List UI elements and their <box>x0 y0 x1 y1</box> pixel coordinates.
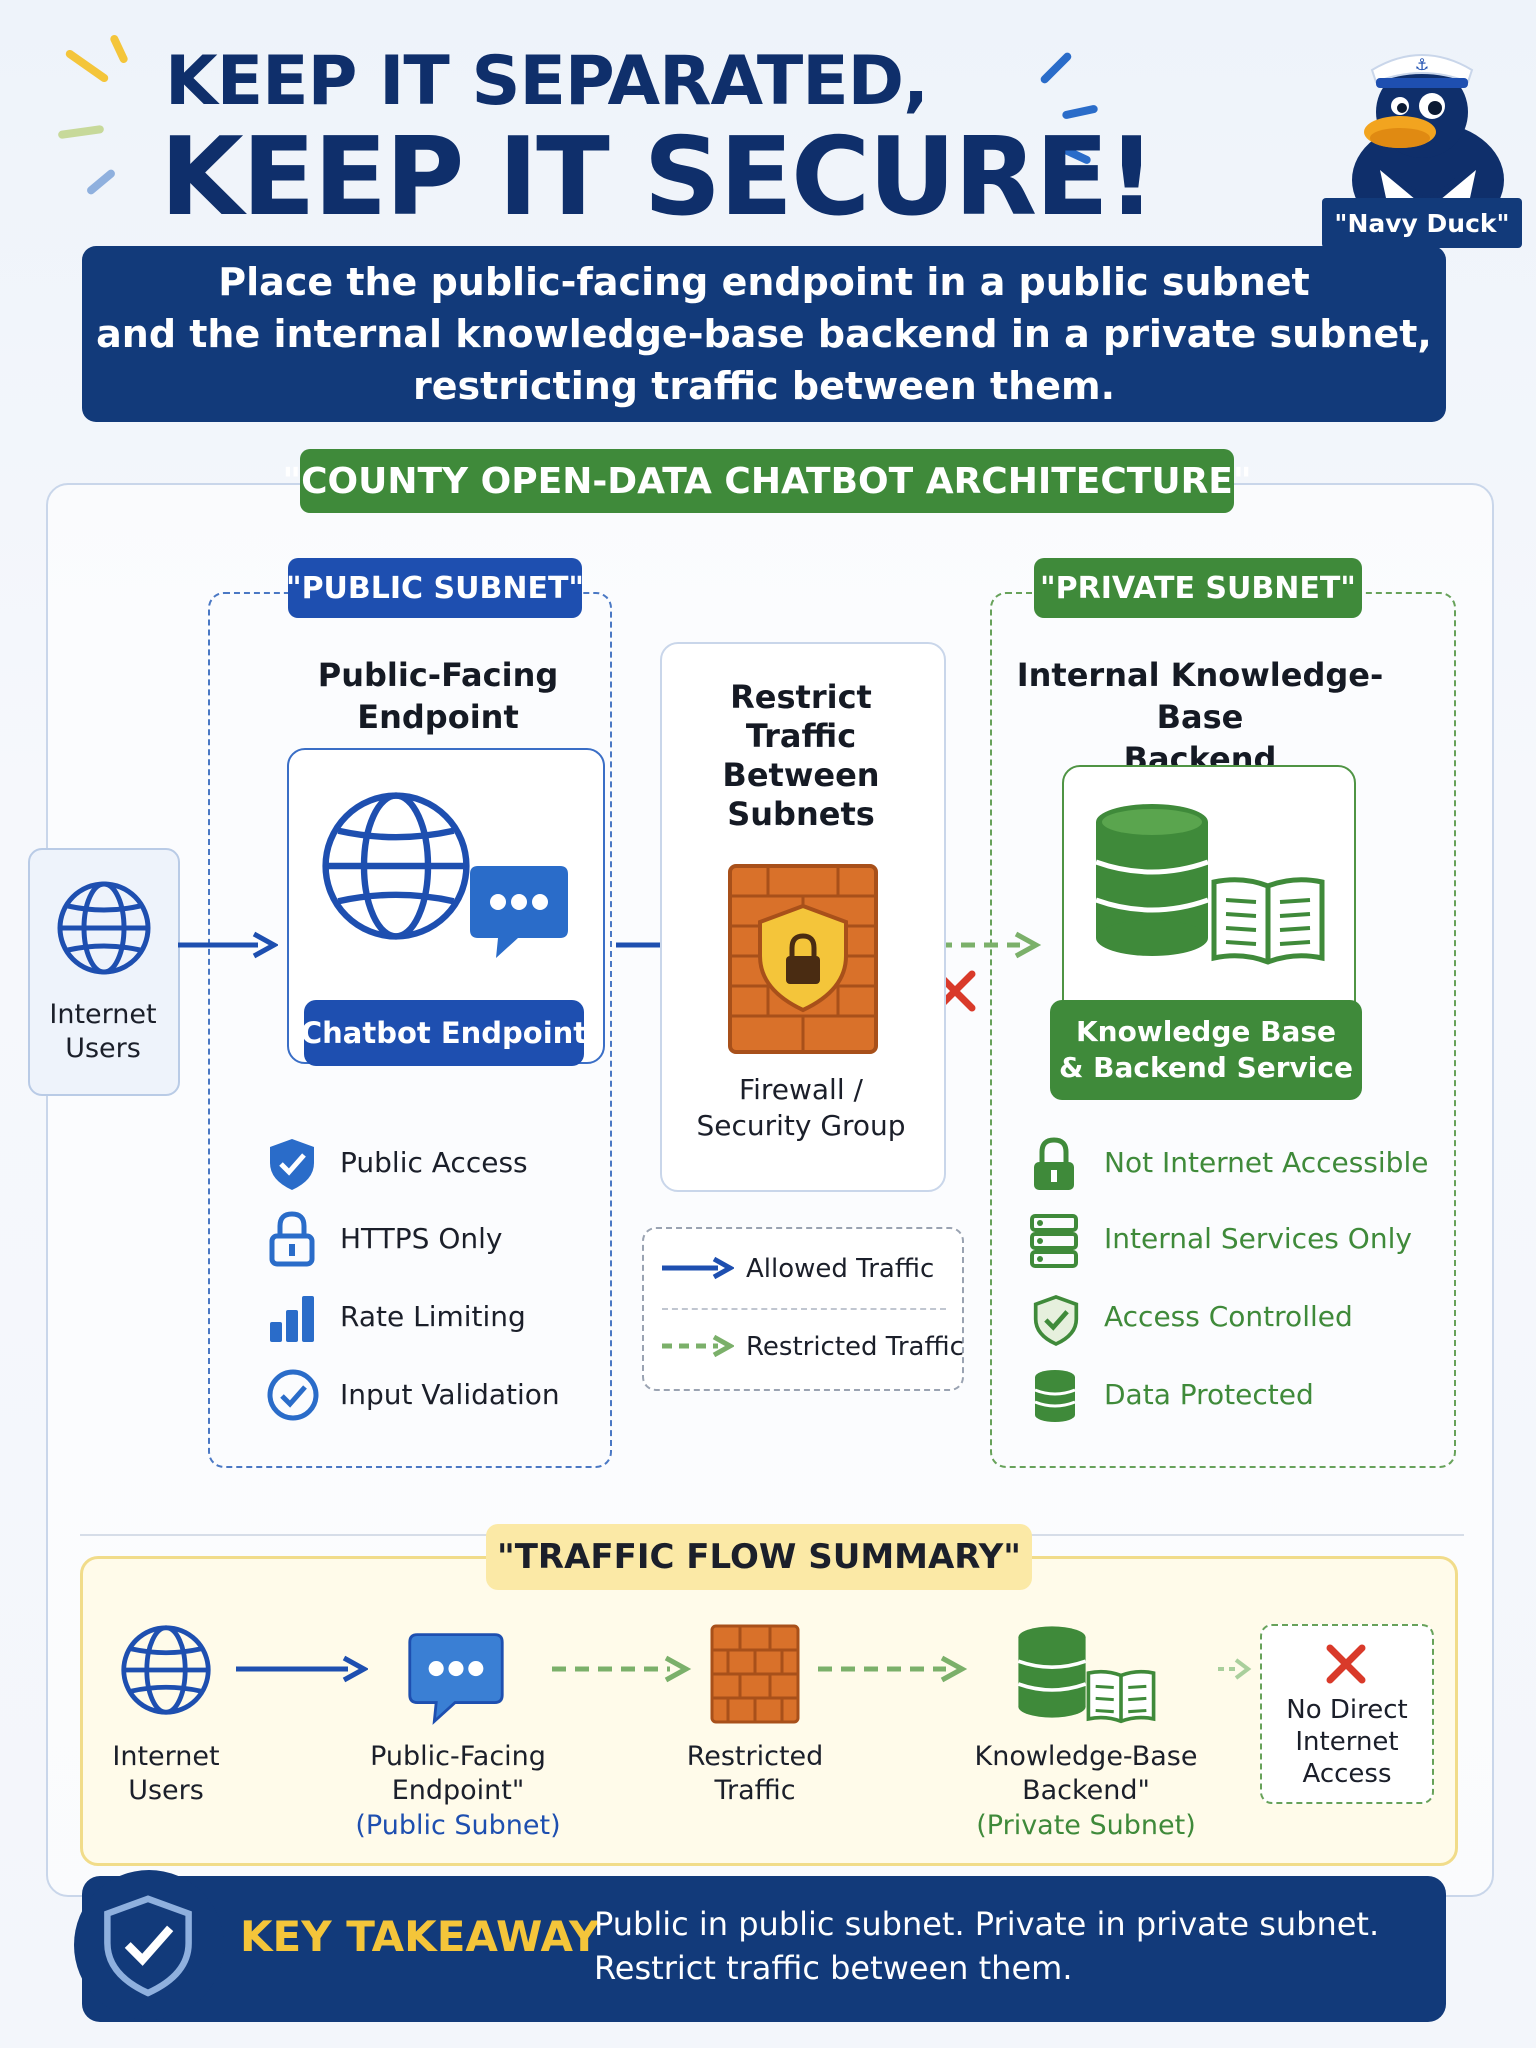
chat-bubble-icon <box>406 1628 506 1728</box>
feature-public-access: Public Access <box>340 1146 528 1179</box>
firewall-heading: Restrict Traffic Between Subnets <box>660 678 942 834</box>
firewall-icon <box>728 864 878 1054</box>
restricted-arrow <box>1218 1654 1254 1684</box>
firewall-heading-line: Traffic <box>745 717 857 755</box>
allowed-arrow <box>178 930 278 960</box>
summary-backend-line: Knowledge-Base <box>974 1741 1198 1772</box>
accent-stroke <box>109 33 129 65</box>
summary-backend-sublabel: (Private Subnet) <box>976 1810 1196 1841</box>
bar-chart-icon <box>268 1292 318 1344</box>
summary-backend-label: Knowledge-Base Backend" <box>966 1740 1206 1808</box>
firewall-caption-line: Security Group <box>696 1109 906 1142</box>
legend-divider <box>662 1308 946 1310</box>
intro-banner: Place the public-facing endpoint in a pu… <box>82 246 1446 422</box>
restricted-arrow <box>818 1654 968 1684</box>
key-takeaway-text: Public in public subnet. Private in priv… <box>594 1902 1379 1990</box>
globe-icon <box>54 878 154 978</box>
summary-endpoint-label: Public-Facing Endpoint" <box>348 1740 568 1808</box>
banner-line: restricting traffic between them. <box>412 364 1116 408</box>
summary-endpoint-sublabel: (Public Subnet) <box>355 1810 561 1841</box>
backend-button-line: Knowledge Base <box>1075 1015 1337 1048</box>
chat-bubble-icon <box>466 862 572 962</box>
architecture-title: "COUNTY OPEN-DATA CHATBOT ARCHITECTURE" <box>282 449 1252 513</box>
shield-check-icon <box>266 1136 318 1192</box>
accent-stroke <box>57 124 105 140</box>
book-icon <box>1210 874 1326 966</box>
takeaway-line: Public in public subnet. Private in priv… <box>594 1905 1380 1943</box>
users-line: Users <box>65 1033 141 1064</box>
summary-users-line: Internet <box>112 1741 220 1772</box>
users-line: Internet <box>49 999 157 1030</box>
legend-restricted-label: Restricted Traffic <box>746 1332 964 1362</box>
summary-endpoint-line: Public-Facing <box>370 1741 546 1772</box>
feature-internal-services-only: Internal Services Only <box>1104 1222 1412 1255</box>
svg-text:⚓: ⚓ <box>1415 55 1429 74</box>
accent-stroke <box>64 48 110 84</box>
firewall-icon <box>710 1624 800 1724</box>
page-title-line1: KEEP IT SEPARATED, <box>165 42 929 121</box>
restricted-arrow <box>552 1654 692 1684</box>
database-icon <box>1092 800 1212 960</box>
accent-stroke <box>85 168 117 196</box>
summary-backend-line: Backend" <box>1022 1775 1150 1806</box>
public-subnet-heading: Public-Facing Endpoint <box>317 656 559 736</box>
feature-rate-limiting: Rate Limiting <box>340 1300 526 1333</box>
feature-https-only: HTTPS Only <box>340 1222 503 1255</box>
no-access-line: No Direct <box>1286 1695 1408 1725</box>
private-subnet-label: "PRIVATE SUBNET" <box>1034 558 1362 618</box>
legend-restricted-arrow <box>662 1334 734 1358</box>
legend-allowed-arrow <box>662 1256 734 1280</box>
firewall-heading-line: Subnets <box>727 795 875 833</box>
backend-button-line: & Backend Service <box>1059 1051 1353 1084</box>
summary-restricted-label: Restricted Traffic <box>660 1740 850 1808</box>
summary-endpoint-line: Endpoint" <box>391 1775 525 1806</box>
knowledge-base-button[interactable]: Knowledge Base & Backend Service <box>1050 1000 1362 1100</box>
summary-restricted-line: Restricted <box>686 1741 824 1772</box>
lock-icon <box>1030 1136 1078 1194</box>
server-icon <box>1030 1214 1078 1268</box>
accent-stroke <box>1039 51 1073 85</box>
firewall-caption: Firewall / Security Group <box>660 1072 942 1144</box>
private-subnet-heading: Internal Knowledge-Base Backend <box>980 654 1420 780</box>
check-circle-icon <box>266 1368 320 1422</box>
no-access-line: Access <box>1302 1759 1392 1789</box>
globe-icon <box>118 1622 214 1718</box>
no-access-line: Internet <box>1295 1727 1399 1757</box>
firewall-caption-line: Firewall / <box>739 1073 863 1106</box>
feature-access-controlled: Access Controlled <box>1104 1300 1353 1333</box>
mascot-label: "Navy Duck" <box>1322 198 1522 248</box>
feature-data-protected: Data Protected <box>1104 1378 1314 1411</box>
firewall-heading-line: Between <box>722 756 880 794</box>
allowed-arrow <box>236 1654 368 1684</box>
book-icon <box>1086 1668 1156 1724</box>
database-icon <box>1016 1622 1088 1722</box>
shield-check-icon <box>1032 1292 1080 1348</box>
globe-icon <box>316 786 476 946</box>
summary-users-line: Users <box>128 1775 204 1806</box>
key-takeaway-bar <box>82 1876 1446 2022</box>
shield-check-icon <box>100 1890 196 2000</box>
key-takeaway-label: KEY TAKEAWAY <box>240 1912 600 1961</box>
chatbot-endpoint-button[interactable]: Chatbot Endpoint <box>301 1000 587 1066</box>
summary-users-label: Internet Users <box>86 1740 246 1808</box>
page-title-line2: KEEP IT SECURE! <box>160 115 1156 240</box>
banner-line: Place the public-facing endpoint in a pu… <box>218 260 1310 304</box>
traffic-flow-summary-title: "TRAFFIC FLOW SUMMARY" <box>486 1524 1032 1590</box>
banner-line: and the internal knowledge-base backend … <box>96 312 1432 356</box>
summary-restricted-line: Traffic <box>714 1775 796 1806</box>
feature-not-internet-accessible: Not Internet Accessible <box>1104 1146 1429 1179</box>
no-direct-access-box <box>1260 1624 1434 1804</box>
takeaway-line: Restrict traffic between them. <box>594 1949 1073 1987</box>
private-heading-line: Internal Knowledge-Base <box>1016 656 1384 736</box>
feature-input-validation: Input Validation <box>340 1378 560 1411</box>
firewall-heading-line: Restrict <box>730 678 872 716</box>
database-icon <box>1032 1368 1078 1424</box>
no-direct-access-label: No Direct Internet Access <box>1262 1694 1432 1790</box>
legend-allowed-label: Allowed Traffic <box>746 1254 935 1284</box>
lock-icon <box>268 1210 316 1268</box>
restricted-arrow <box>892 930 1042 960</box>
internet-users-label: Internet Users <box>30 998 176 1066</box>
public-subnet-label: "PUBLIC SUBNET" <box>286 558 584 618</box>
blocked-x-icon <box>1324 1642 1368 1686</box>
